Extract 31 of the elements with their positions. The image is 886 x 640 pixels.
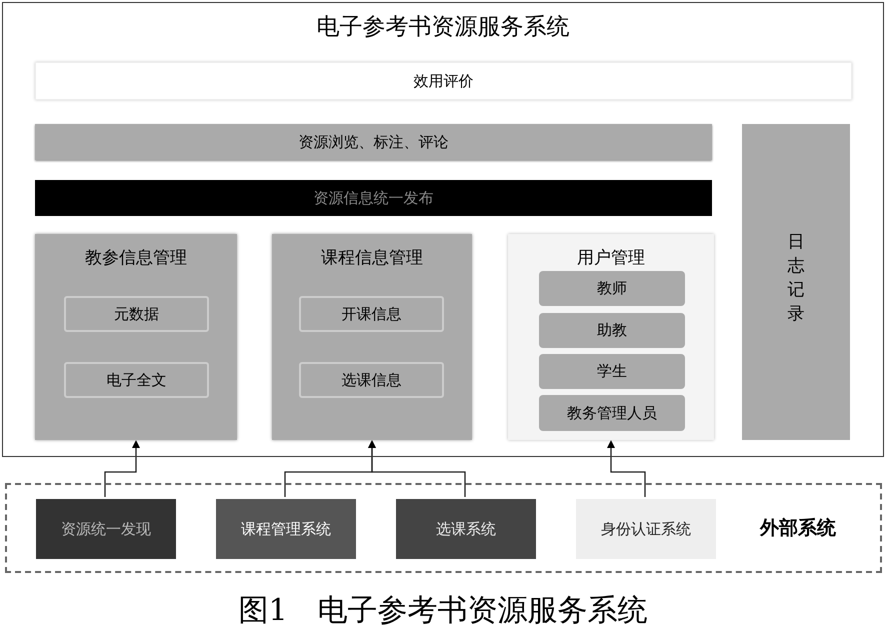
module-panel xyxy=(35,234,237,440)
role-box: 教务管理人员 xyxy=(539,395,685,431)
system-title: 电子参考书资源服务系统 xyxy=(316,13,570,42)
external-system-box: 身份认证系统 xyxy=(576,499,716,559)
arrow xyxy=(607,440,646,497)
arrow xyxy=(368,440,466,497)
external-system-box: 课程管理系统 xyxy=(216,499,356,559)
role-box: 教师 xyxy=(539,271,685,306)
module-panel xyxy=(508,234,714,440)
module-item-box: 电子全文 xyxy=(64,362,209,398)
external-system-box: 选课系统 xyxy=(396,499,536,559)
role-box: 学生 xyxy=(539,354,685,389)
role-box: 助教 xyxy=(539,313,685,348)
module-panel xyxy=(272,234,472,440)
layer-bar: 效用评价 xyxy=(35,62,852,100)
panel-heading: 教参信息管理 xyxy=(84,247,188,269)
figure-caption: 图1 电子参考书资源服务系统 xyxy=(237,592,649,630)
frame-label: 外部系统 xyxy=(760,516,836,541)
external-systems-frame xyxy=(5,483,882,573)
external-system-box: 资源统一发现 xyxy=(36,499,176,559)
arrow xyxy=(104,440,140,497)
panel-heading: 用户管理 xyxy=(576,247,646,269)
module-item-box: 开课信息 xyxy=(299,296,444,332)
module-item-box: 选课信息 xyxy=(299,362,444,398)
module-item-box: 元数据 xyxy=(64,296,209,332)
panel-heading: 课程信息管理 xyxy=(320,247,424,269)
column-label: 日志记录 xyxy=(786,231,806,326)
layer-bar: 资源信息统一发布 xyxy=(35,180,712,216)
log-column xyxy=(742,124,850,440)
main-system-frame xyxy=(2,2,884,457)
layer-bar: 资源浏览、标注、评论 xyxy=(35,124,712,160)
